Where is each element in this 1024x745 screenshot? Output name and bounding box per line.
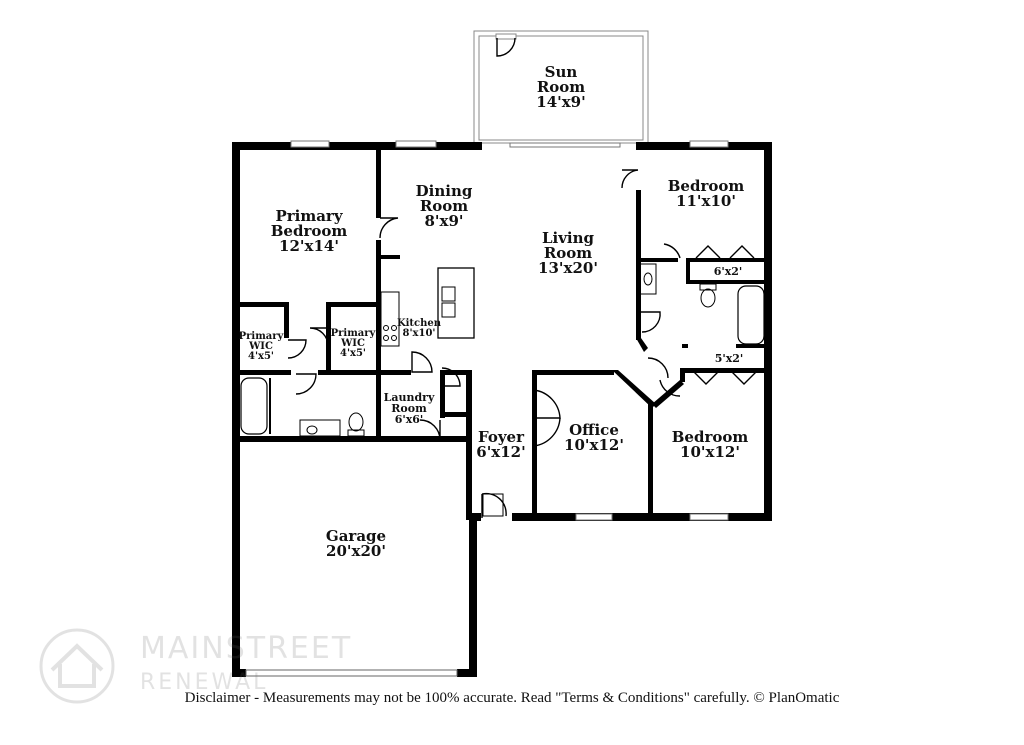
room-label-primary-wic-2: Primary WIC 4'x5' bbox=[331, 328, 377, 359]
house-logo-icon bbox=[39, 628, 115, 704]
room-label-garage: Garage 20'x20' bbox=[326, 527, 386, 560]
dining-room-dims: 8'x9' bbox=[424, 212, 463, 230]
primary-bedroom-name-2: Bedroom bbox=[271, 222, 348, 240]
foyer-name: Foyer bbox=[478, 428, 525, 446]
living-room-name-1: Living bbox=[542, 229, 595, 247]
foyer-dims: 6'x12' bbox=[476, 443, 525, 461]
garage-name: Garage bbox=[326, 527, 386, 545]
dining-room-name-1: Dining bbox=[416, 182, 473, 200]
doors bbox=[287, 169, 757, 518]
laundry-room-name-2: Room bbox=[391, 402, 427, 415]
closet-2-dims: 5'x2' bbox=[715, 352, 744, 365]
room-label-laundry-room: Laundry Room 6'x6' bbox=[384, 391, 435, 426]
primary-wic-2-name-2: WIC bbox=[340, 338, 365, 349]
sun-room-name-1: Sun bbox=[545, 63, 578, 81]
sun-room-name-2: Room bbox=[537, 78, 585, 96]
room-label-living-room: Living Room 13'x20' bbox=[538, 229, 598, 277]
living-room-name-2: Room bbox=[544, 244, 592, 262]
primary-wic-1-dims: 4'x5' bbox=[248, 351, 274, 362]
room-label-primary-wic-1: Primary WIC 4'x5' bbox=[239, 331, 285, 362]
bedroom-2-name: Bedroom bbox=[672, 428, 749, 446]
dining-room-name-2: Room bbox=[420, 197, 468, 215]
disclaimer-text: Disclaimer - Measurements may not be 100… bbox=[184, 690, 840, 706]
bedroom-1-name: Bedroom bbox=[668, 177, 745, 195]
office-name: Office bbox=[569, 421, 619, 439]
living-room-dims: 13'x20' bbox=[538, 259, 598, 277]
watermark-line-2: RENEWAL bbox=[140, 670, 269, 695]
room-label-closet-2: 5'x2' bbox=[715, 352, 744, 365]
primary-wic-1-name-2: WIC bbox=[248, 341, 273, 352]
bedroom-1-dims: 11'x10' bbox=[676, 192, 736, 210]
brand-watermark: MAINSTREET RENEWAL bbox=[32, 626, 412, 706]
laundry-room-dims: 6'x6' bbox=[395, 413, 424, 426]
garage-dims: 20'x20' bbox=[326, 542, 386, 560]
kitchen-dims: 8'x10' bbox=[403, 328, 436, 339]
interior-walls bbox=[236, 146, 768, 520]
sun-room-dims: 14'x9' bbox=[536, 93, 585, 111]
primary-wic-1-name-1: Primary bbox=[239, 331, 285, 342]
windows bbox=[290, 140, 729, 521]
room-label-dining-room: Dining Room 8'x9' bbox=[416, 182, 473, 230]
primary-bedroom-name-1: Primary bbox=[275, 207, 343, 225]
fixtures bbox=[240, 263, 765, 437]
primary-wic-2-name-1: Primary bbox=[331, 328, 377, 339]
room-label-closet-1: 6'x2' bbox=[714, 265, 743, 278]
closet-1-dims: 6'x2' bbox=[714, 265, 743, 278]
kitchen-name: Kitchen bbox=[397, 318, 442, 329]
room-label-bedroom-1: Bedroom 11'x10' bbox=[668, 177, 745, 210]
room-label-sun-room: Sun Room 14'x9' bbox=[536, 63, 585, 111]
bedroom-2-dims: 10'x12' bbox=[680, 443, 740, 461]
laundry-room-name-1: Laundry bbox=[384, 391, 435, 404]
floor-plan: Sun Room 14'x9' Dining Room 8'x9' Primar… bbox=[232, 30, 772, 677]
room-label-foyer: Foyer 6'x12' bbox=[476, 428, 525, 461]
room-label-bedroom-2: Bedroom 10'x12' bbox=[672, 428, 749, 461]
room-label-primary-bedroom: Primary Bedroom 12'x14' bbox=[271, 207, 348, 255]
room-label-kitchen: Kitchen 8'x10' bbox=[397, 318, 442, 339]
watermark-line-1: MAINSTREET bbox=[140, 631, 353, 666]
office-dims: 10'x12' bbox=[564, 436, 624, 454]
room-label-office: Office 10'x12' bbox=[564, 421, 624, 454]
primary-wic-2-dims: 4'x5' bbox=[340, 348, 366, 359]
primary-bedroom-dims: 12'x14' bbox=[279, 237, 339, 255]
